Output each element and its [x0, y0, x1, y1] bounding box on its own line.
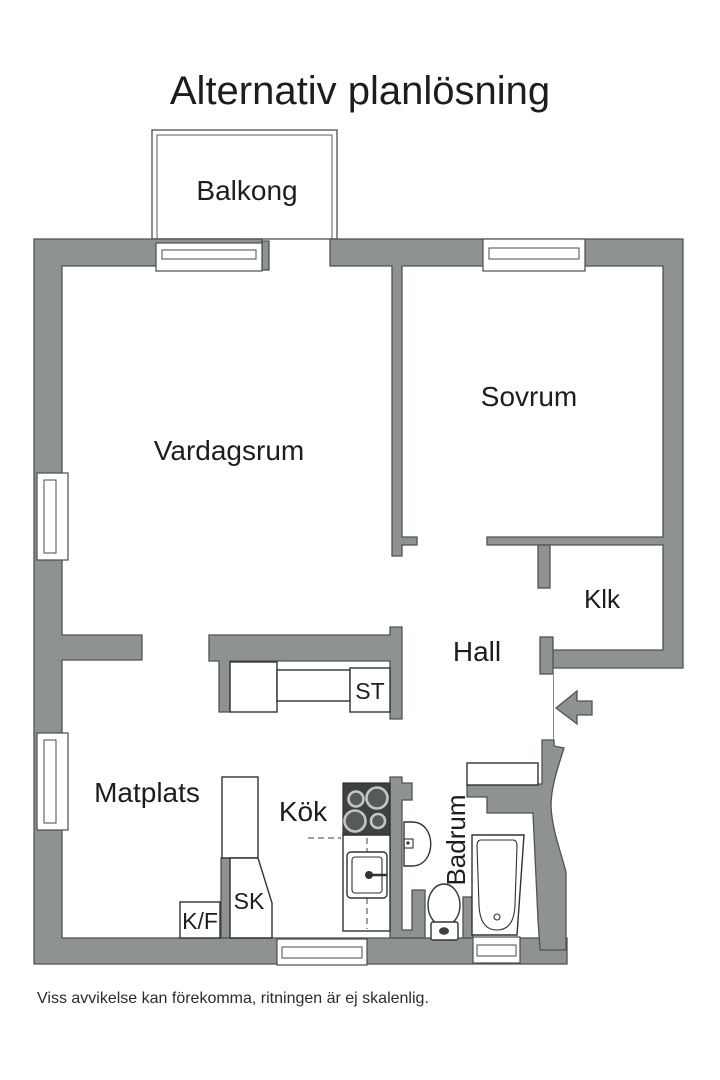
- hall-counter-box: [276, 669, 351, 702]
- window-bathroom-bottom: [472, 936, 521, 964]
- window-kitchen-bottom: [276, 938, 368, 966]
- disclaimer-text: Viss avvikelse kan förekomma, ritningen …: [37, 990, 429, 1007]
- pantry-cabinet: [221, 776, 259, 859]
- label-hall: Hall: [453, 636, 501, 667]
- stove-icon: [342, 782, 391, 836]
- label-kok: Kök: [279, 796, 328, 827]
- window-bedroom: [482, 238, 586, 272]
- sk-cabinet: [229, 857, 273, 939]
- label-klk: Klk: [584, 584, 621, 614]
- bathtub-icon: [471, 834, 525, 936]
- wall-klk-cap: [539, 636, 554, 675]
- balcony-outline: [151, 129, 338, 240]
- hall-cabinet-box: [229, 661, 278, 713]
- label-sk: SK: [234, 888, 265, 914]
- label-vardagsrum: Vardagsrum: [154, 435, 304, 466]
- label-kf: K/F: [182, 908, 218, 934]
- fridge-freezer-box: [179, 901, 221, 939]
- wall-balcony-jamb: [261, 240, 270, 271]
- window-balcony: [155, 242, 263, 272]
- wall-kitchen-divider: [389, 776, 426, 939]
- wall-kitchen-strip: [220, 857, 231, 939]
- bathroom-sink-icon: [403, 821, 432, 867]
- windows: [36, 238, 586, 966]
- wall-entry-curved: [466, 739, 567, 951]
- plan-title: Alternativ planlösning: [170, 69, 550, 113]
- kitchen-fixtures: [179, 776, 391, 939]
- wall-hall-middle: [208, 626, 403, 720]
- window-dining-left: [36, 732, 69, 831]
- toilet-icon: [427, 883, 461, 941]
- label-sovrum: Sovrum: [481, 381, 577, 412]
- walls: [33, 238, 684, 965]
- wall-klk-stub: [537, 544, 551, 589]
- bathroom-fixtures: [403, 821, 525, 941]
- st-storage-box: [349, 667, 391, 713]
- label-st: ST: [355, 678, 384, 704]
- entry-arrow-icon: [554, 689, 593, 726]
- kitchen-sink-icon: [346, 851, 388, 899]
- label-badrum: Badrum: [441, 794, 471, 885]
- window-living-left: [36, 472, 69, 561]
- hall-niche-box: [466, 762, 539, 786]
- label-balkong: Balkong: [196, 175, 297, 206]
- label-matplats: Matplats: [94, 777, 200, 808]
